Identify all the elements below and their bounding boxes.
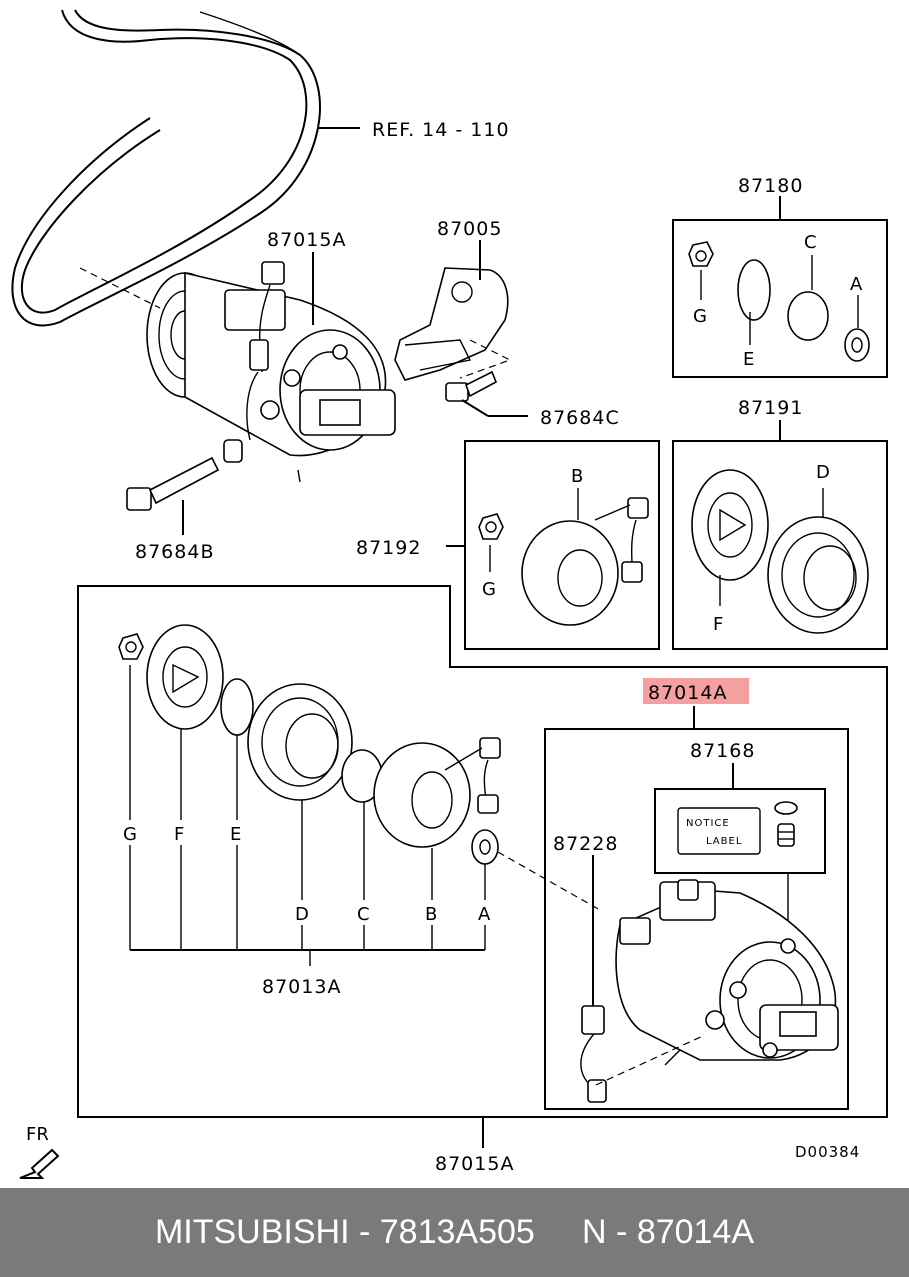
letter-a-87180: A (850, 274, 863, 295)
label-87014a-highlight (643, 678, 749, 704)
bolt-87684b (126, 456, 220, 511)
label-87015a-bottom: 87015A (435, 1153, 514, 1175)
kit-87192-parts (478, 497, 649, 626)
clutch-kit-bracket (129, 665, 486, 966)
kit-87180-parts (688, 241, 870, 362)
compressor-87014a-box (544, 728, 849, 1110)
label-87014a: 87014A (648, 682, 727, 704)
notice-label-line2: LABEL (706, 836, 742, 847)
label-87180: 87180 (738, 175, 803, 197)
assembly-87015a-outline (77, 585, 888, 1118)
letter-d: D (295, 904, 309, 925)
clutch-kit-parts (118, 624, 501, 865)
compressor-assembly-top (79, 261, 396, 483)
fr-arrow-icon (19, 1148, 60, 1179)
ref-label: REF. 14 - 110 (372, 119, 510, 141)
label-87228: 87228 (553, 833, 618, 855)
footer-text: MITSUBISHI - 7813A505 N - 87014A (154, 1213, 755, 1251)
label-87192: 87192 (356, 537, 421, 559)
letter-f: F (174, 824, 184, 845)
drawing-code: D00384 (795, 1143, 860, 1161)
footer-part-number: 7813A505 (379, 1213, 535, 1251)
letter-c: C (357, 904, 370, 925)
notice-label-line1: NOTICE (686, 818, 730, 829)
letter-g-87192: G (482, 579, 496, 600)
label-87191: 87191 (738, 397, 803, 419)
notice-label (677, 807, 761, 855)
bracket (394, 267, 512, 381)
letter-c-87180: C (804, 232, 817, 253)
letter-g: G (123, 824, 137, 845)
bolt-87684c (445, 370, 498, 402)
label-87013a: 87013A (262, 976, 341, 998)
label-87005: 87005 (437, 218, 502, 240)
label-87168: 87168 (690, 740, 755, 762)
drive-belt (11, 9, 321, 327)
kit-87191-parts (691, 469, 869, 634)
letter-b-87192: B (571, 466, 583, 487)
footer-ref-prefix: N (582, 1213, 607, 1251)
letter-e: E (230, 824, 241, 845)
fr-label: FR (26, 1124, 49, 1145)
kit-87168-box (654, 788, 826, 874)
footer-ref-number: 87014A (636, 1213, 755, 1251)
kit-87168-parts (774, 801, 798, 847)
letter-e-87180: E (743, 349, 754, 370)
label-87684c: 87684C (540, 407, 620, 429)
label-87684b: 87684B (135, 541, 214, 563)
label-87015a-top: 87015A (267, 229, 346, 251)
parts-diagram: REF. 14 - 110 87015A 87005 (11, 9, 888, 1179)
footer-bar: MITSUBISHI - 7813A505 N - 87014A (0, 1188, 909, 1277)
footer-brand: MITSUBISHI (154, 1213, 350, 1251)
letter-g-87180: G (693, 306, 707, 327)
letter-b: B (425, 904, 437, 925)
letter-a: A (478, 904, 491, 925)
leader-87684c (461, 399, 489, 417)
compressor-87014a (580, 879, 839, 1103)
letter-f-87191: F (713, 614, 723, 635)
letter-d-87191: D (816, 462, 830, 483)
